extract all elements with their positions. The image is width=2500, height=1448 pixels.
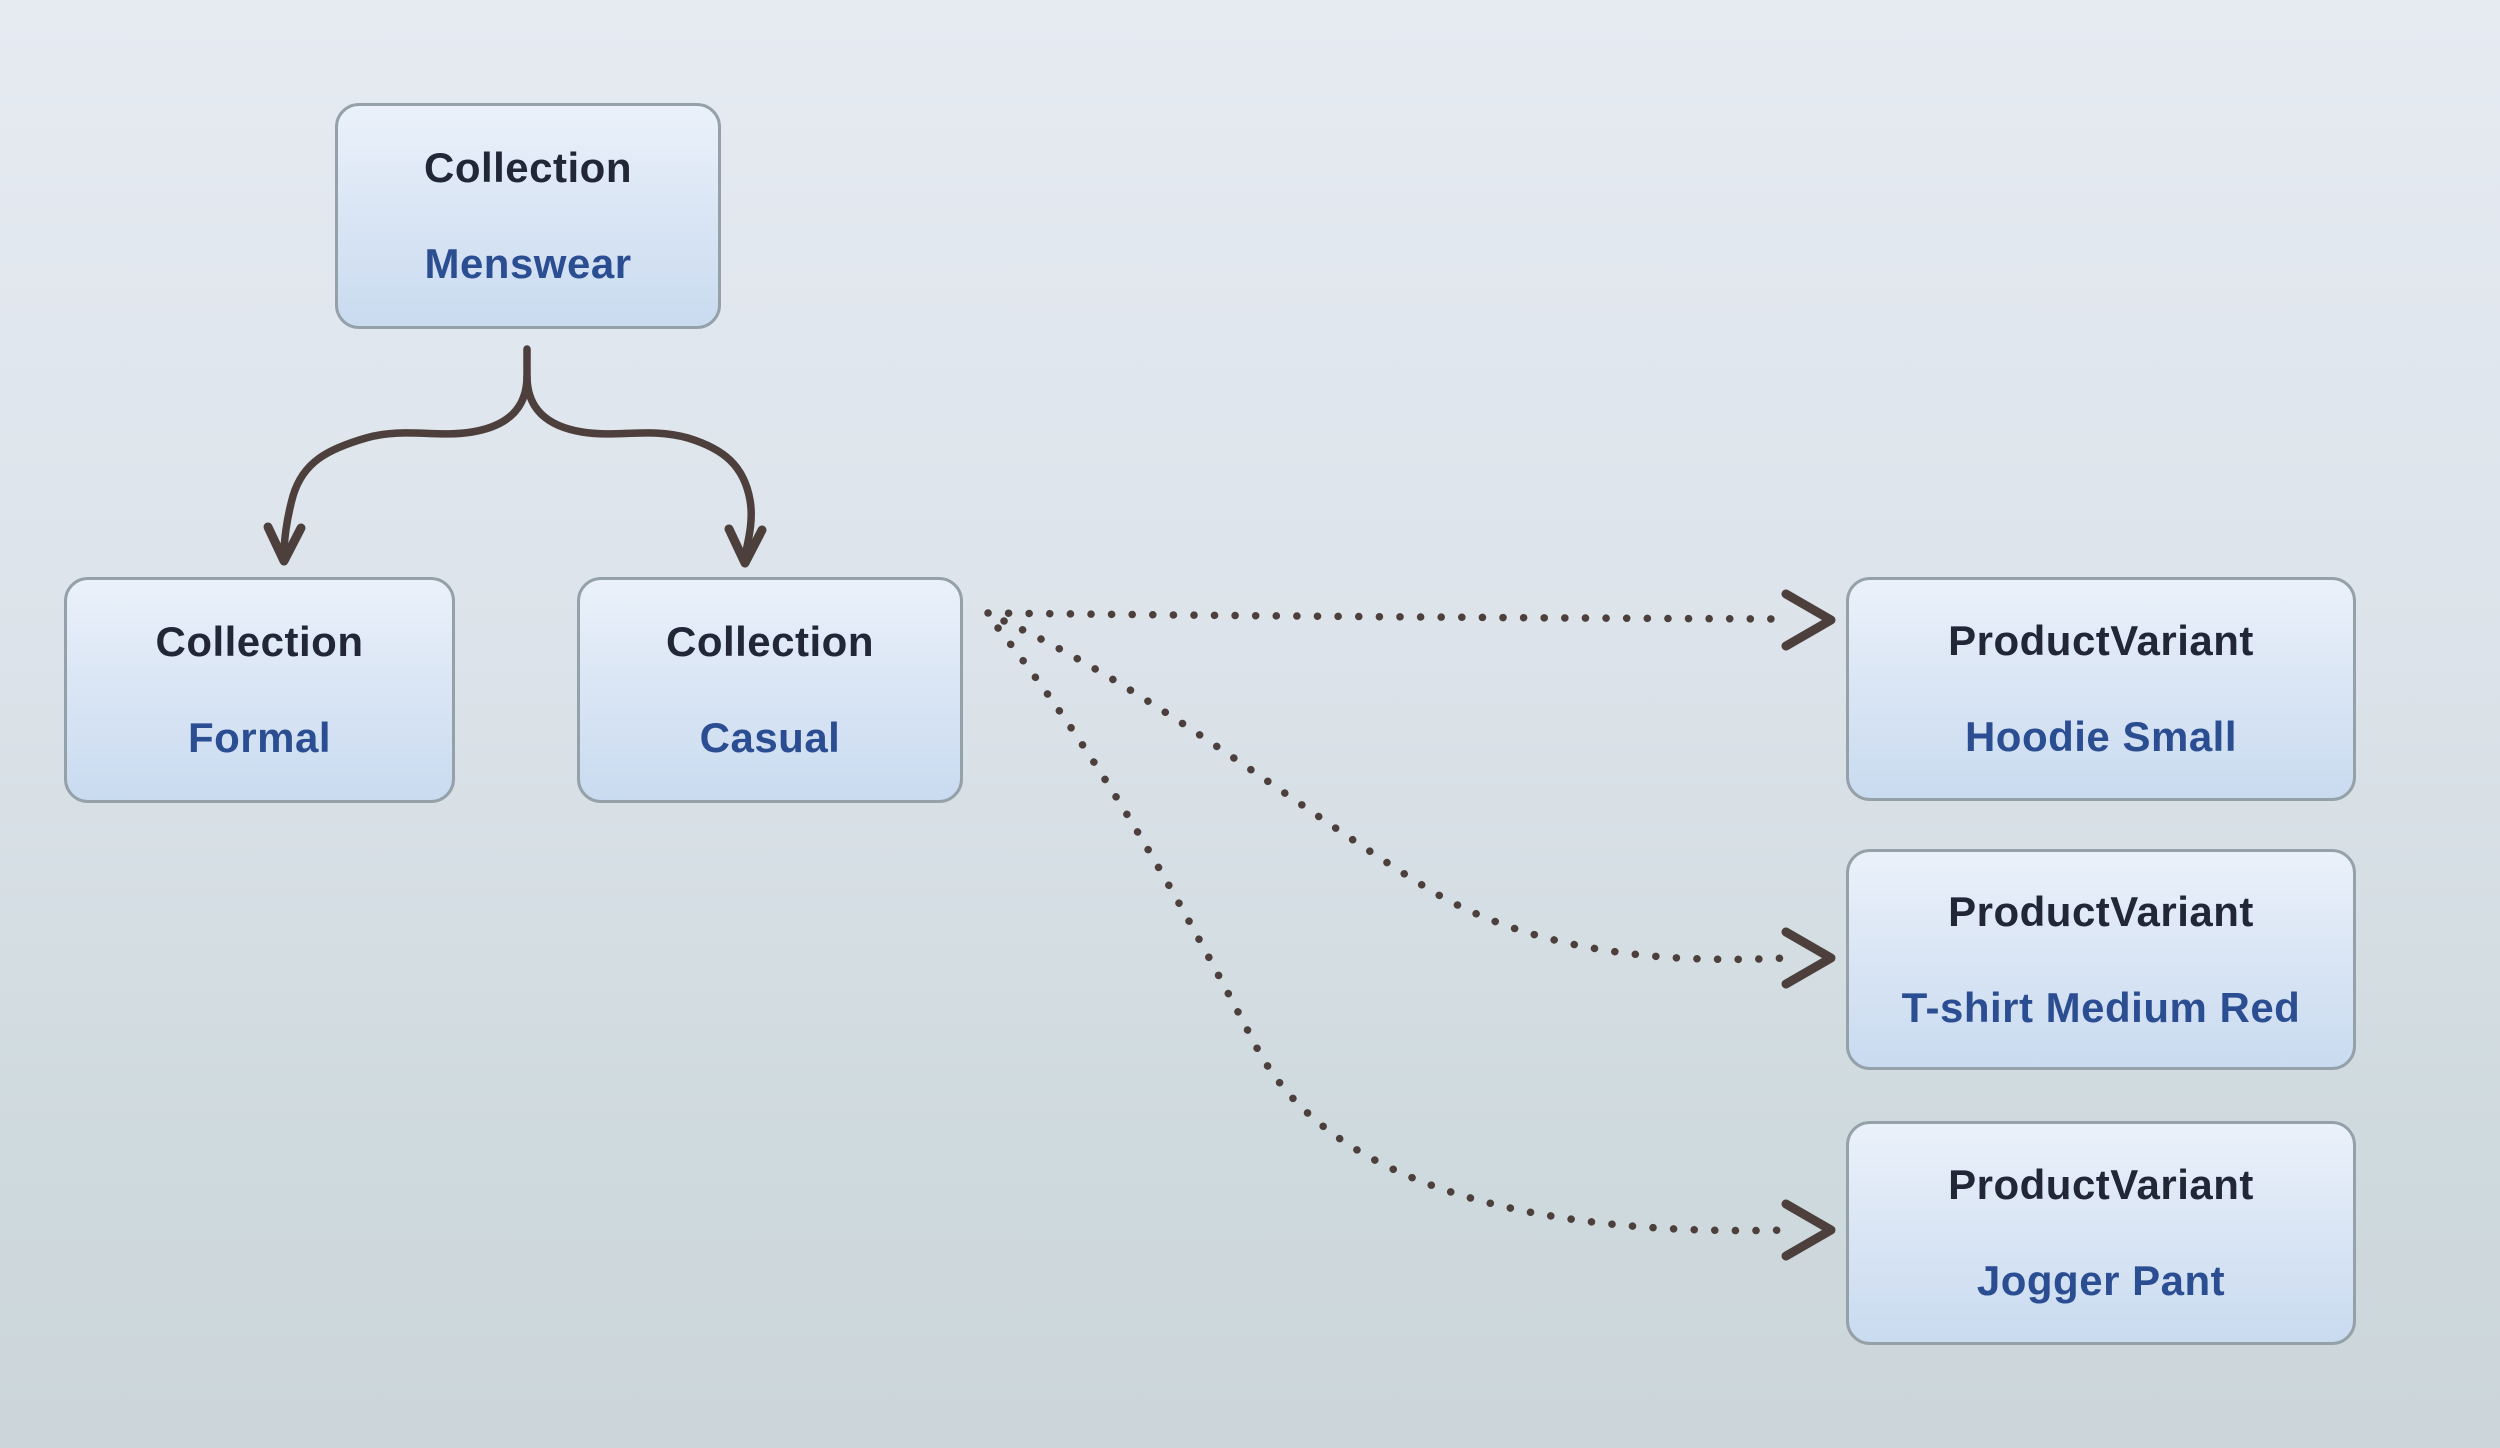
- edge-casual-hoodie: [984, 609, 1790, 623]
- node-type-label: ProductVariant: [1948, 887, 2254, 935]
- node-name-label: Menswear: [424, 240, 632, 287]
- node-collection-formal[interactable]: Collection Formal: [64, 577, 455, 803]
- node-name-label: Casual: [699, 714, 841, 761]
- node-name-label: Formal: [187, 714, 332, 761]
- edge-menswear-casual: [523, 372, 755, 560]
- node-name-label: Hoodie Small: [1964, 713, 2238, 760]
- node-type-label: ProductVariant: [1948, 1161, 2254, 1208]
- node-productvariant-tshirt-medium-red[interactable]: ProductVariant T-shirt Medium Red: [1846, 849, 2356, 1070]
- edge-casual-jogger: [994, 624, 1790, 1235]
- node-type-label: Collection: [665, 618, 874, 665]
- node-collection-casual[interactable]: Collection Casual: [577, 577, 963, 803]
- node-productvariant-jogger-pant[interactable]: ProductVariant Jogger Pant: [1846, 1121, 2356, 1345]
- edge-menswear-casual-arrowhead: [724, 524, 767, 568]
- node-name-label: T-shirt Medium Red: [1901, 983, 2301, 1031]
- node-name-label: Jogger Pant: [1976, 1257, 2226, 1304]
- node-type-label: Collection: [155, 618, 364, 665]
- edge-casual-jogger-arrowhead: [1781, 1199, 1836, 1261]
- node-type-label: ProductVariant: [1948, 617, 2254, 664]
- node-collection-menswear[interactable]: Collection Menswear: [335, 103, 721, 329]
- edge-menswear-formal-arrowhead: [263, 522, 306, 566]
- edge-casual-hoodie-arrowhead: [1781, 589, 1836, 651]
- edge-menswear-formal: [280, 345, 531, 558]
- edge-casual-tshirt-arrowhead: [1781, 927, 1836, 989]
- node-productvariant-hoodie-small[interactable]: ProductVariant Hoodie Small: [1846, 577, 2356, 801]
- edge-casual-tshirt: [1000, 617, 1790, 964]
- node-type-label: Collection: [423, 144, 632, 191]
